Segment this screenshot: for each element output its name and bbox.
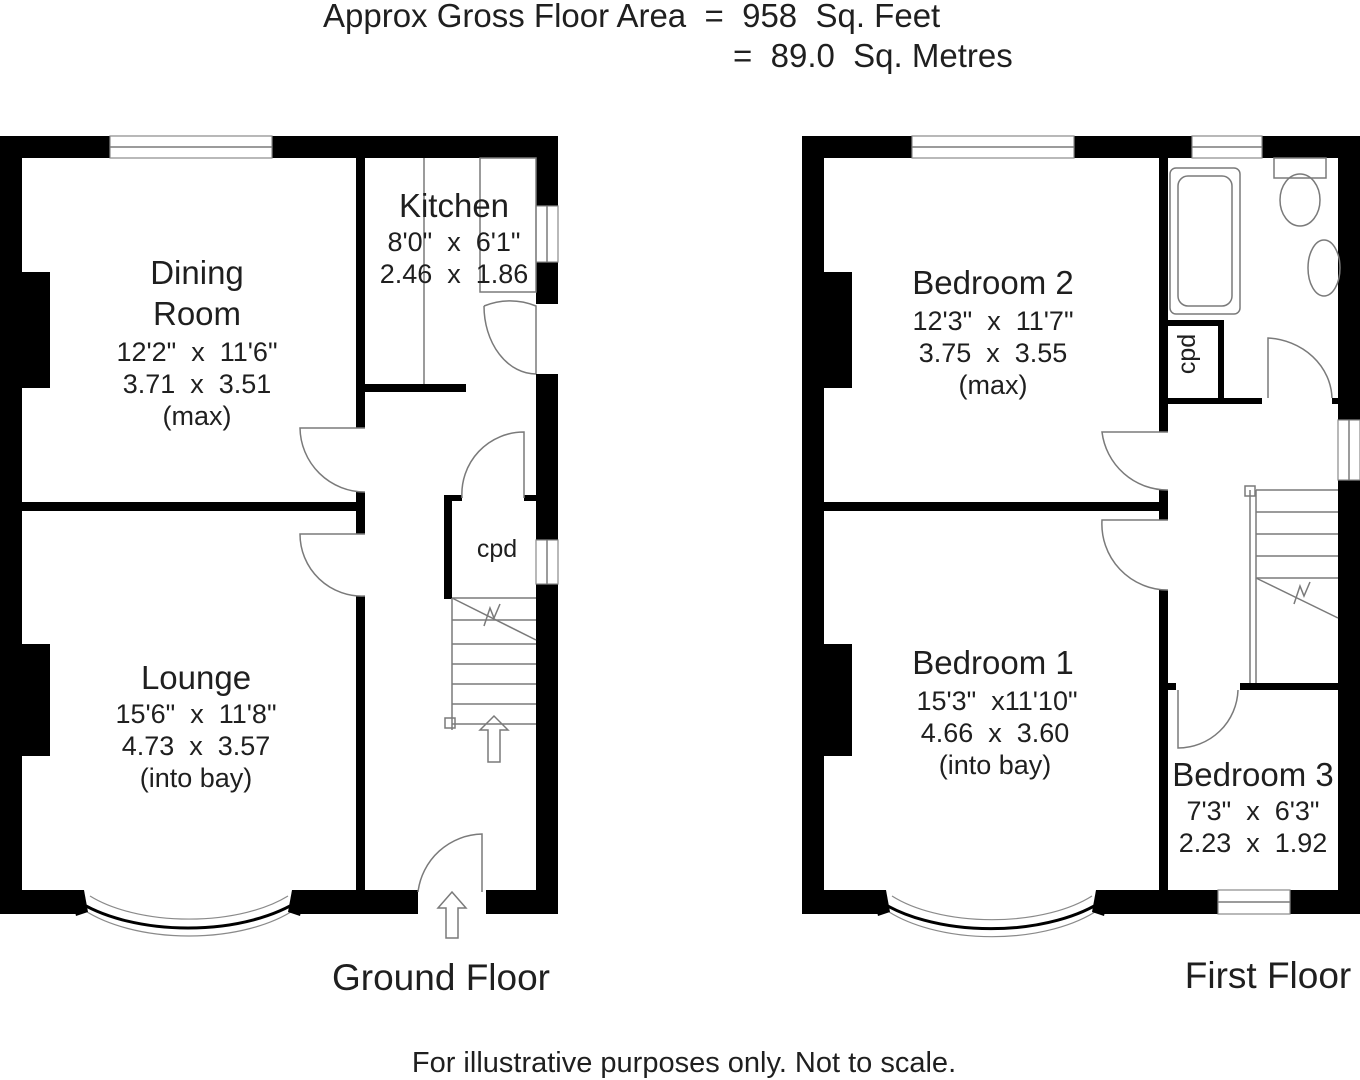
toilet: [1279, 173, 1321, 227]
gross-area-sqm: = 89.0 Sq. Metres: [733, 37, 1013, 74]
lounge-label: Lounge: [141, 659, 251, 696]
dining-room-metric: 3.71 x 3.51: [123, 369, 272, 399]
front-door: [417, 833, 483, 893]
staircase: [444, 597, 537, 763]
wall: [0, 136, 22, 914]
bedroom-1-label: Bedroom 1: [912, 644, 1073, 681]
wall: [356, 596, 365, 892]
bedroom-2-door: [1101, 431, 1169, 491]
wall: [1159, 590, 1168, 892]
wall: [272, 136, 558, 158]
cupboard-label: cpd: [477, 535, 517, 563]
toilet-cistern: [1273, 157, 1327, 179]
cupboard-label: cpd: [1173, 334, 1201, 374]
ground-floor-plan: Dining Room 12'2" x 11'6" 3.71 x 3.51 (m…: [0, 135, 559, 998]
disclaimer: For illustrative purposes only. Not to s…: [412, 1047, 956, 1079]
dining-room-imperial: 12'2" x 11'6": [116, 337, 277, 367]
wall: [1104, 890, 1218, 914]
wall: [1262, 136, 1360, 158]
wall: [356, 492, 365, 534]
dining-room-label: Dining: [150, 254, 244, 291]
gross-area-sqft: Approx Gross Floor Area = 958 Sq. Feet: [323, 0, 940, 34]
bedroom-3-label: Bedroom 3: [1172, 756, 1333, 793]
wall: [300, 890, 418, 914]
cupboard-door: [461, 431, 525, 499]
chimney-breast: [824, 644, 852, 756]
wall: [486, 890, 558, 914]
wall: [802, 136, 824, 914]
kitchen-unit: [479, 157, 537, 293]
wall: [536, 584, 558, 914]
stairs-arrow: [478, 714, 510, 763]
wall: [22, 502, 364, 511]
wall: [1240, 683, 1340, 690]
wall: [444, 495, 462, 501]
bathroom-fixtures: [1169, 157, 1341, 315]
chimney-breast: [22, 272, 50, 388]
wall: [824, 502, 1168, 511]
kitchen-side-door: [483, 300, 537, 374]
wall: [0, 136, 110, 158]
wall: [365, 384, 466, 392]
wall: [1168, 398, 1262, 404]
wall: [1168, 683, 1176, 690]
bedroom-2-metric: 3.75 x 3.55: [919, 338, 1068, 368]
bay-window: [877, 898, 1105, 931]
wall: [536, 262, 558, 304]
bedroom-2-label: Bedroom 2: [912, 264, 1073, 301]
bedroom-1-metric: 4.66 x 3.60: [921, 718, 1070, 748]
bedroom-2-note: (max): [959, 370, 1028, 400]
bathroom-door: [1267, 337, 1333, 399]
kitchen-label: Kitchen: [399, 187, 509, 224]
bath: [1169, 167, 1241, 315]
wall: [1332, 398, 1340, 404]
dining-room-label-line2: Room: [153, 295, 241, 332]
wall: [802, 136, 912, 158]
wall: [802, 890, 878, 914]
wall: [1218, 320, 1224, 402]
bedroom-3-metric: 2.23 x 1.92: [1179, 828, 1328, 858]
wall: [536, 136, 558, 206]
entrance-arrow: [436, 890, 468, 939]
wall: [1338, 480, 1360, 914]
chimney-breast: [824, 272, 852, 388]
wall: [1290, 890, 1360, 914]
wall: [0, 890, 76, 914]
dining-room-door: [299, 427, 366, 493]
bedroom-2-imperial: 12'3" x 11'7": [912, 306, 1073, 336]
chimney-breast: [22, 644, 50, 756]
basin: [1307, 239, 1341, 297]
bedroom-1-imperial: 15'3" x11'10": [916, 686, 1077, 716]
staircase: [1244, 485, 1339, 683]
kitchen-imperial: 8'0" x 6'1": [387, 227, 520, 257]
wall: [444, 495, 452, 599]
lounge-note: (into bay): [140, 763, 253, 793]
wall: [536, 374, 558, 540]
bedroom-3-imperial: 7'3" x 6'3": [1186, 796, 1319, 826]
wall: [1074, 136, 1192, 158]
wall: [1159, 158, 1168, 432]
dining-room-note: (max): [163, 401, 232, 431]
lounge-metric: 4.73 x 3.57: [122, 731, 271, 761]
lounge-door: [299, 533, 366, 597]
wall: [1338, 136, 1360, 420]
lounge-imperial: 15'6" x 11'8": [115, 699, 276, 729]
bedroom-3-door: [1177, 689, 1239, 749]
first-floor-plan: Bedroom 2 12'3" x 11'7" 3.75 x 3.55 (max…: [802, 135, 1360, 996]
bedroom-1-door: [1101, 519, 1169, 591]
wall: [524, 495, 538, 501]
bedroom-1-note: (into bay): [939, 750, 1052, 780]
bay-window: [75, 898, 301, 930]
kitchen-metric: 2.46 x 1.86: [380, 259, 529, 289]
ground-floor-title: Ground Floor: [332, 957, 550, 998]
wall: [356, 158, 365, 428]
wall: [1159, 490, 1168, 520]
wall: [1168, 320, 1224, 326]
first-floor-title: First Floor: [1185, 955, 1352, 996]
